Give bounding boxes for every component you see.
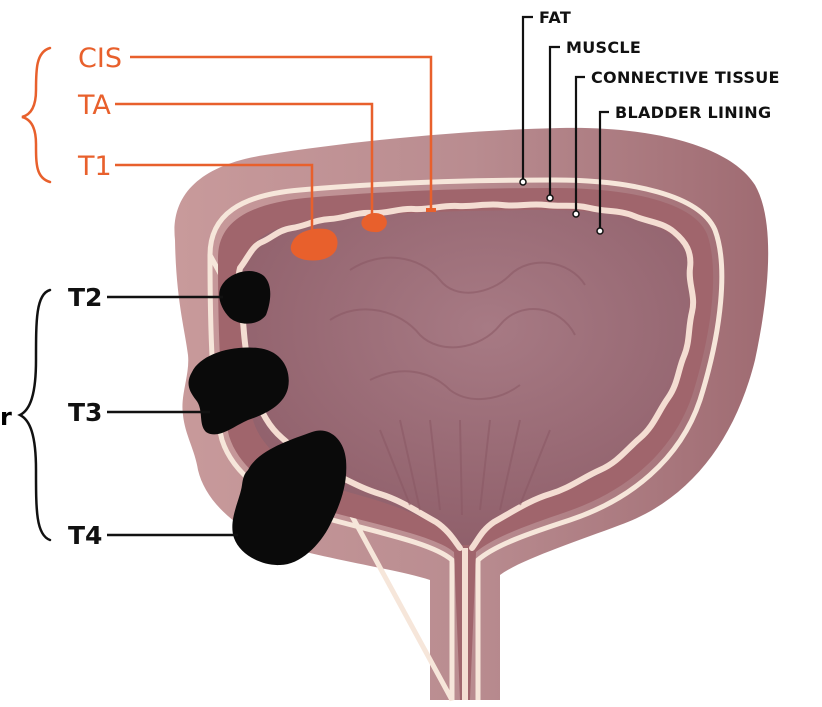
label-t1: T1 [77, 151, 112, 182]
label-ta: TA [77, 90, 111, 121]
left-curly-brace-orange-icon [22, 48, 50, 182]
label-t3: T3 [68, 398, 102, 427]
label-t4: T4 [68, 521, 102, 550]
tumor-cis [426, 208, 436, 212]
label-cis: CIS [78, 43, 122, 74]
left-curly-brace-black-icon [20, 290, 50, 540]
urethra [462, 548, 468, 700]
side-letter: r [0, 403, 12, 431]
label-connective-tissue: CONNECTIVE TISSUE [591, 68, 780, 87]
label-t2: T2 [68, 283, 102, 312]
label-bladder-lining: BLADDER LINING [615, 103, 771, 122]
label-fat: FAT [539, 8, 571, 27]
label-muscle: MUSCLE [566, 38, 641, 57]
